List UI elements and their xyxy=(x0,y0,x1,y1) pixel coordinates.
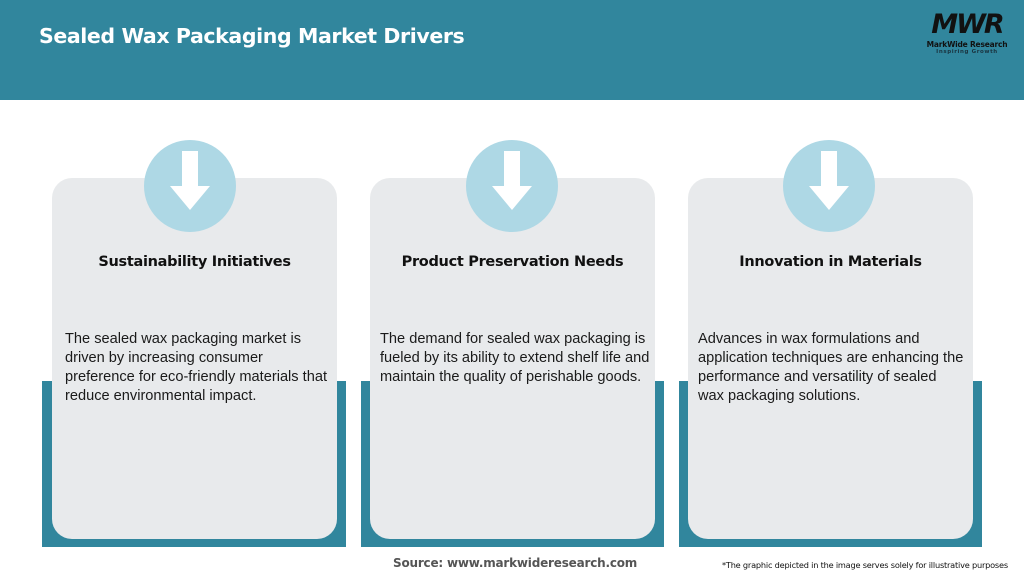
logo-tagline: Inspiring Growth xyxy=(936,49,998,55)
card-title: Product Preservation Needs xyxy=(401,254,624,270)
card-text-line: The sealed wax packaging market is xyxy=(65,331,302,347)
page-title: Sealed Wax Packaging Market Drivers xyxy=(39,24,465,48)
card-panel xyxy=(52,178,337,539)
card-description: The demand for sealed wax packaging is f… xyxy=(380,330,652,387)
arrow-down-icon xyxy=(783,140,875,232)
card-text-line: maintain the quality of perishable goods… xyxy=(380,369,642,385)
card-text-line: fueled by its ability to extend shelf li… xyxy=(380,350,650,366)
header-banner: Sealed Wax Packaging Market Drivers MWR … xyxy=(0,0,1024,100)
card-title: Innovation in Materials xyxy=(739,254,922,270)
disclaimer-note: *The graphic depicted in the image serve… xyxy=(722,560,1008,570)
arrow-down-icon xyxy=(144,140,236,232)
arrow-down-icon xyxy=(466,140,558,232)
card-text-line: wax packaging solutions. xyxy=(698,388,861,404)
card-panel xyxy=(370,178,655,539)
card-text-line: Advances in wax formulations and xyxy=(698,331,920,347)
card-text-line: driven by increasing consumer xyxy=(65,350,263,366)
card-text-line: preference for eco-friendly materials th… xyxy=(65,369,327,385)
card-text-line: application techniques are enhancing the xyxy=(698,350,964,366)
card-text-line: The demand for sealed wax packaging is xyxy=(380,331,646,347)
logo-mark: MWR xyxy=(931,9,1004,40)
source-citation: Source: www.markwideresearch.com xyxy=(393,556,638,570)
card-text-line: reduce environmental impact. xyxy=(65,388,257,404)
card-title: Sustainability Initiatives xyxy=(98,254,291,270)
card-description: Advances in wax formulations and applica… xyxy=(698,330,970,406)
logo-name: MarkWide Research xyxy=(926,40,1008,49)
card-text-line: performance and versatility of sealed xyxy=(698,369,937,385)
card-description: The sealed wax packaging market is drive… xyxy=(65,330,335,406)
markwide-research-logo: MWR MarkWide Research Inspiring Growth xyxy=(922,10,1012,58)
card-panel xyxy=(688,178,973,539)
